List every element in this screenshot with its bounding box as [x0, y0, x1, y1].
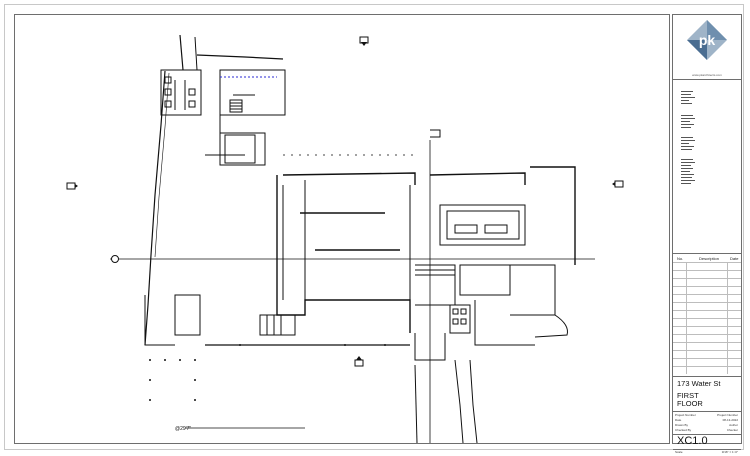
firm-url: www.pkarchitects.com	[692, 73, 722, 77]
revision-table	[673, 262, 741, 374]
east-exterior-wall	[530, 166, 576, 265]
general-notes	[681, 87, 737, 247]
meta-project-number: Project Number Project Number	[675, 413, 738, 417]
section-marker-west	[66, 182, 78, 190]
dimension-label: @29'7"	[175, 426, 191, 432]
lobby-room	[219, 69, 286, 116]
island-counter	[439, 204, 526, 246]
west-exterior-wall	[144, 70, 166, 346]
title-block-divider	[673, 411, 741, 412]
pk-diamond-icon: pk	[687, 20, 727, 60]
title-block-divider	[673, 79, 741, 80]
sheet-title: FIRST FLOOR	[677, 392, 739, 408]
scale-label: Scale	[675, 450, 683, 454]
grid-bubble	[111, 255, 119, 263]
stair-south	[259, 314, 296, 336]
rev-col-no: No.	[677, 256, 684, 261]
washroom-block-nw	[160, 69, 202, 116]
sheet-title-line1: FIRST	[677, 391, 699, 400]
service-room-east	[459, 264, 511, 296]
sheet-outer-border	[4, 4, 744, 450]
meta-date: Date 08-13-2022	[675, 418, 738, 422]
title-block-divider	[673, 253, 741, 254]
title-block-divider	[673, 376, 741, 377]
rev-col-description: Description	[699, 256, 720, 261]
rev-col-date: Date	[730, 256, 739, 261]
title-block-divider	[673, 449, 741, 450]
revision-table-header: No. Description Date	[673, 255, 741, 261]
room-west-1	[224, 134, 256, 164]
firm-logo: pk	[673, 15, 741, 71]
room-southwest	[174, 294, 201, 336]
meta-checked-by: Checked By Checker	[675, 428, 738, 432]
project-name: 173 Water St	[677, 379, 721, 388]
section-marker-north	[359, 36, 369, 46]
first-floor-plan: @29'7"	[66, 34, 624, 443]
sheet-number: XC1.0	[677, 435, 708, 447]
section-marker-south	[354, 356, 364, 367]
core-room	[415, 264, 456, 306]
svg-text:pk: pk	[699, 32, 716, 48]
title-block-divider	[673, 434, 741, 435]
section-marker-east	[612, 180, 624, 188]
washroom-block-se	[449, 304, 471, 334]
scale-value: 3/16" = 1'-0"	[721, 450, 738, 454]
meta-drawn-by: Drawn By Author	[675, 423, 738, 427]
main-hall-wall	[276, 175, 411, 333]
sheet-title-line2: FLOOR	[677, 399, 703, 408]
drawing-area-border	[14, 14, 670, 444]
title-block: pk www.pkarchitects.com	[672, 14, 742, 454]
